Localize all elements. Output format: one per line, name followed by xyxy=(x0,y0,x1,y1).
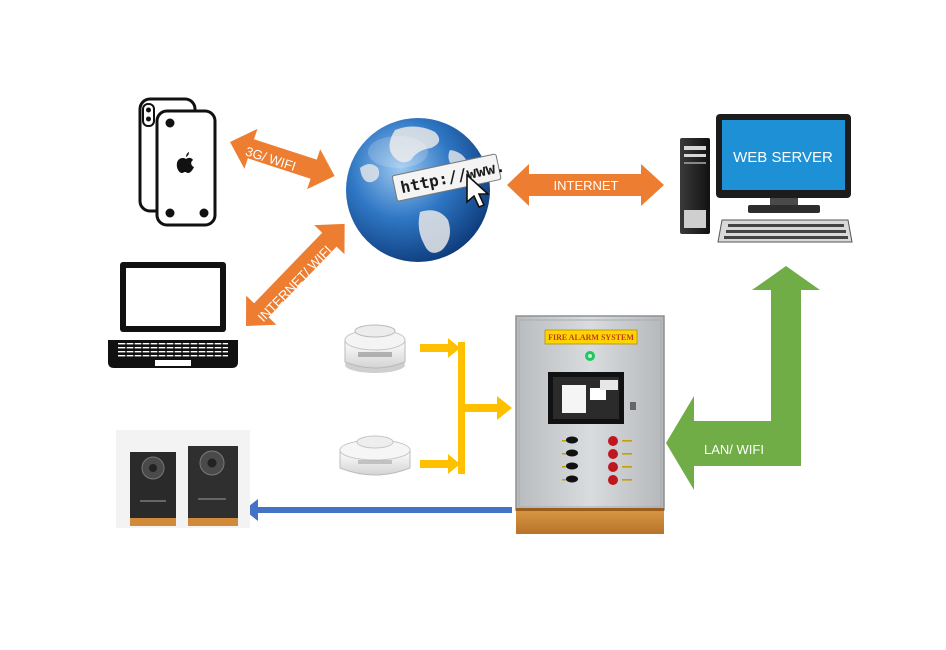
laptop-globe-arrow: INTERNET/ WIFI xyxy=(246,223,345,326)
speakers-icon xyxy=(116,430,250,528)
detector-arrows xyxy=(420,338,512,474)
heat-detector-icon xyxy=(339,435,411,476)
lan-link-label: LAN/ WIFI xyxy=(704,442,764,457)
fire-alarm-panel-icon: FIRE ALARM SYSTEM xyxy=(515,315,665,534)
laptop-icon xyxy=(108,262,238,368)
web-server-label: WEB SERVER xyxy=(733,149,833,166)
globe-icon: http://www. xyxy=(346,118,506,262)
web-server-icon: WEB SERVER xyxy=(680,114,853,243)
internet-link-label: INTERNET xyxy=(554,178,619,193)
lan-wifi-arrow: LAN/ WIFI xyxy=(666,266,820,490)
phone-globe-arrow: 3G/ WIFI xyxy=(230,128,335,190)
panel-title-label: FIRE ALARM SYSTEM xyxy=(548,333,634,342)
panel-speaker-arrow xyxy=(244,499,512,521)
panel-red-indicators xyxy=(608,436,632,485)
smoke-detector-icon xyxy=(344,324,406,373)
panel-black-indicators xyxy=(562,436,578,483)
laptop-link-label: INTERNET/ WIFI xyxy=(255,243,335,325)
smartphone-icon xyxy=(138,97,217,227)
internet-arrow: INTERNET xyxy=(507,164,664,206)
